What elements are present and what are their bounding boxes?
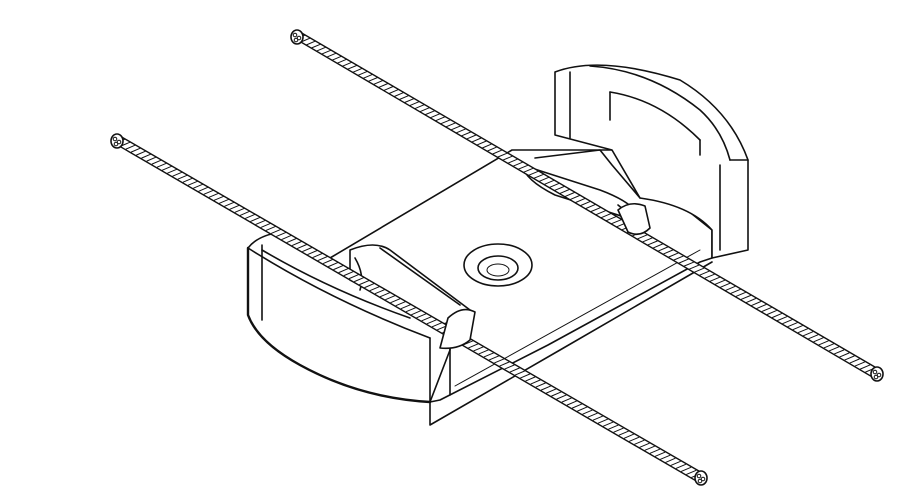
front-rope-end-left (110, 133, 124, 149)
front-wire-rope (110, 133, 708, 486)
rear-wire-rope (290, 29, 884, 382)
rear-rope-end-left (290, 29, 304, 45)
clip-lips (439, 202, 651, 350)
screw-hole (463, 243, 533, 287)
rear-rope-end-right (870, 366, 884, 382)
front-rope-end-right (694, 470, 708, 486)
